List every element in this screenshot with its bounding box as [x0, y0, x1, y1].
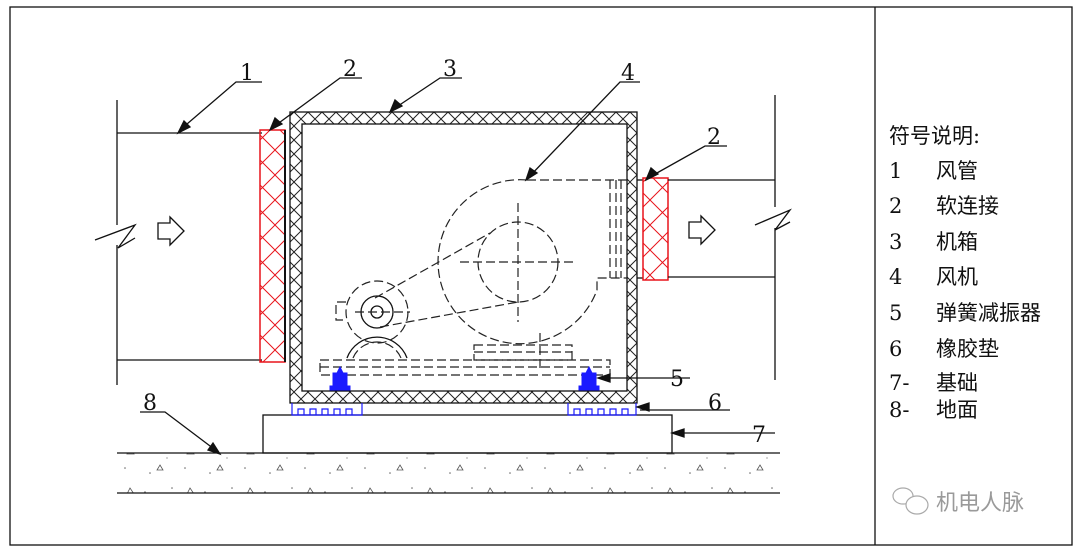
callout-2-right: 2 — [707, 125, 721, 150]
centrifugal-fan — [437, 179, 627, 372]
legend-name: 机箱 — [936, 230, 978, 254]
base-frame — [319, 344, 611, 376]
callout-8: 8 — [143, 391, 157, 416]
motor — [335, 232, 519, 359]
callout-4: 4 — [621, 61, 635, 86]
legend-name: 基础 — [936, 371, 978, 395]
right-air-duct — [668, 95, 792, 380]
legend-num: 4 — [889, 265, 902, 289]
callout-2: 2 — [343, 57, 357, 82]
foundation — [262, 414, 673, 454]
legend-num: 8- — [889, 398, 909, 422]
legend-num: 1 — [889, 159, 902, 183]
callout-1: 1 — [240, 61, 254, 86]
ground — [117, 452, 780, 494]
left-flexible-connector — [259, 129, 286, 363]
left-air-duct — [94, 100, 262, 385]
airflow-arrow-icon — [688, 214, 716, 246]
belt — [374, 232, 491, 299]
watermark-text: 机电人脉 — [936, 491, 1024, 516]
legend-num: 7- — [889, 371, 909, 395]
legend-name: 橡胶垫 — [936, 337, 999, 361]
callout-6: 6 — [708, 391, 722, 416]
legend-name: 软连接 — [936, 194, 999, 218]
legend-name: 弹簧减振器 — [936, 301, 1041, 325]
legend-num: 6 — [889, 337, 902, 361]
legend-title: 符号说明: — [889, 124, 980, 148]
legend-name: 地面 — [936, 398, 978, 422]
legend-name: 风机 — [936, 265, 978, 289]
cabinet-box — [289, 111, 638, 404]
airflow-arrow-icon — [157, 215, 185, 247]
watermark: 机电人脉 — [892, 487, 1024, 516]
legend-num: 5 — [889, 301, 902, 325]
legend-num: 2 — [889, 194, 902, 218]
rubber-pad — [291, 403, 637, 416]
callout-7: 7 — [752, 423, 766, 448]
callout-leaders — [140, 77, 775, 456]
callout-5: 5 — [670, 367, 684, 392]
legend-num: 3 — [889, 230, 902, 254]
right-flexible-connector — [637, 177, 669, 281]
callout-3: 3 — [443, 57, 457, 82]
wechat-icon — [892, 487, 929, 515]
drawing-frame — [9, 6, 1073, 546]
legend-name: 风管 — [936, 159, 978, 183]
legend: 符号说明: 1 风管 2 软连接 3 机箱 4 风机 5 弹簧减振器 6 橡胶垫… — [889, 124, 1041, 422]
spring-isolator — [329, 365, 600, 391]
